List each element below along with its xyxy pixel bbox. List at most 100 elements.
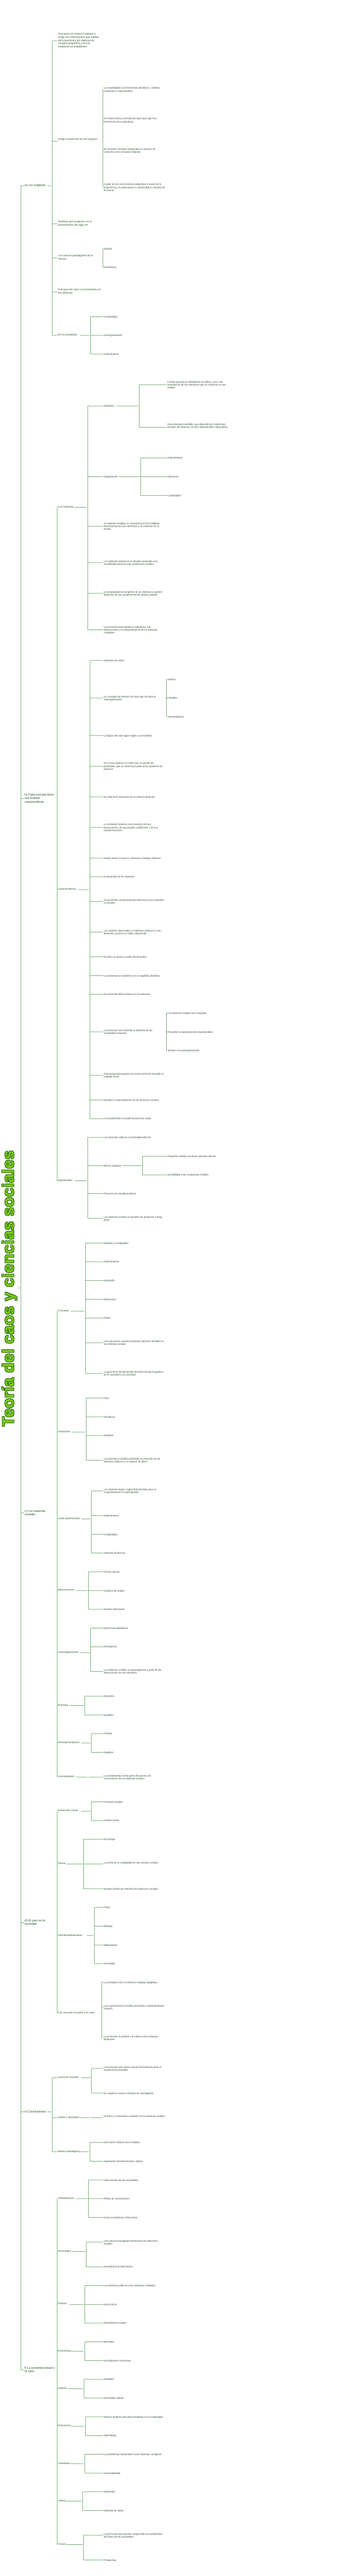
topic-tecnologia: Tecnología (58, 2250, 71, 2253)
node-el-orden-y-el-desorden-coexi: El orden y el desorden coexisten en los … (104, 2115, 165, 2118)
node-definicion: Definición (104, 404, 114, 408)
node-sistemas-dinamicos: Sistemas dinámicos (104, 1552, 126, 1555)
node-procesos-sociales: Procesos sociales (104, 1800, 123, 1803)
topic-ciencias-sociales: Ciencias sociales (58, 2076, 79, 2079)
node-la-teoria-del-caos-permite-c: La teoría del caos permite comprender la… (104, 2532, 163, 2538)
topic-caos-determinista: Caos determinista (58, 1517, 80, 1520)
brace-connector (165, 679, 167, 718)
brace-connector (56, 2198, 57, 2545)
node-biologia: Biología (104, 1924, 113, 1928)
node-los-sistemas-sociales-se-aut: Los sistemas sociales se autoorganizan a… (104, 1668, 162, 1675)
brace-connector (118, 457, 167, 496)
node-einstein: Einstein (104, 247, 113, 250)
brace-connector (102, 89, 103, 188)
topic-politica: Política (58, 2302, 67, 2306)
node-los-sistemas-politicos-como-: Los sistemas políticos como sistemas com… (104, 2284, 156, 2287)
node-estudia-el-comportamiento-de: Estudia el comportamiento de los proceso… (104, 1098, 159, 1101)
node-sustentabilidad: Sustentabilidad (104, 2471, 120, 2475)
topic-los-nuevos-paradigmas-de-la-: Los nuevos paradigmas de la ciencia (58, 255, 93, 261)
topic-orden-y-desorden: Orden y desorden (58, 2116, 80, 2119)
node-los-sistemas-sociales-no-pue: Los sistemas sociales no pueden ser pred… (104, 1215, 162, 1221)
node-sociedad-de-la-informacion: Sociedad de la información (104, 2265, 133, 2268)
topic-entropia: Entropía (58, 1704, 69, 1707)
node-la-teoria-del-caos-estudia-l: La teoría del caos estudia la naturaleza… (104, 625, 158, 635)
topic-las-ciencias-sociales-y-el-c: Las ciencias sociales y el caos (58, 2011, 95, 2014)
node-los-cambios-observados-en-si: Los cambios observados en sistemas caóti… (104, 929, 161, 935)
brace-connector (69, 2341, 103, 2361)
topic-nuevo-paradigma: Nuevo paradigma (58, 2150, 79, 2153)
node-autoorganizacion: Autoorganización (104, 334, 123, 337)
node-sistemas-sin-orden: Sistemas sin orden (104, 659, 124, 662)
section-f-la-sociedad-actual-y-el-ca: f) La sociedad actual y el caos (25, 2366, 55, 2374)
node-positiva: Positiva (104, 1732, 113, 1735)
topic-salud: Salud (58, 2499, 65, 2502)
node-ordenamiento: Ordenamiento (104, 1260, 119, 1263)
node-modelos-y-complejidad: Modelos y complejidad (104, 1241, 128, 1245)
topic-ambiente: Ambiente (58, 2462, 70, 2465)
topic-los-sistemas: Los sistemas (58, 505, 74, 509)
node-el-orden-se-genera-a-partir-: El orden se genera a partir del desorden (104, 955, 147, 958)
brace-connector (72, 2242, 103, 2267)
node-la-teoria-del-caos-describe-: La teoría del caos describe la dinámica … (104, 1028, 153, 1035)
topic-autoorganizacion: Autoorganización (58, 1651, 79, 1654)
node-la-incertidumbre-forma-parte: La incertidumbre forma parte del proceso… (104, 1774, 151, 1780)
topic-desarrollo-social: Desarrollo social (58, 1809, 78, 1813)
node-formas-precisas-la-totalidad: Formas precisas la totalidad de los dato… (167, 380, 226, 389)
section-d-el-caos-en-la-sociedad: d) El caos en la sociedad (25, 1919, 46, 1926)
topic-globalizacion: Globalización (58, 2197, 74, 2200)
brace-connector (81, 1801, 103, 1821)
node-complejidad: Complejidad (167, 494, 181, 497)
topic-incertidumbre: Incertidumbre (58, 1775, 75, 1779)
node-la-sociedad-moderna-como-pro: La sociedad moderna como producto de sus… (104, 823, 158, 832)
node-negativa: Negativa (104, 1751, 113, 1754)
node-los-sistemas-dinamicos-no-li: Los sistemas dinámicos no lineales prese… (104, 559, 158, 566)
brace-connector (69, 1696, 103, 1715)
node-procesos-de-retroalimentacio: Procesos de retroalimentación (104, 1192, 137, 1196)
topic-interdisciplinariedad: Interdisciplinariedad (58, 1934, 82, 1937)
node-la-teoria-de-la-complejidad-: La teoría de la complejidad en las cienc… (104, 1861, 158, 1864)
node-superacion-del-determinismo-: Superación del determinismo clásico (104, 2159, 143, 2163)
node-periodicos: Periódicos (104, 1415, 115, 1418)
node-de-acuerdo-a-la-fisica-newto: De acuerdo a la física newtoniana el uni… (104, 148, 156, 154)
brace-connector (102, 248, 103, 268)
brace-connector (76, 2179, 103, 2218)
brace-connector (81, 1733, 103, 1753)
section-c-los-sistemas-sociales: c) Los sistemas sociales (25, 1509, 46, 1516)
node-la-complejidad-y-los-fenomen: La complejidad y los fenómenos dinámicos… (104, 86, 160, 92)
node-identidad: Identidad (104, 2378, 114, 2381)
node-los-sistemas-se-mantienen-en: Los sistemas se mantienen en un equilibr… (104, 974, 160, 977)
node-equilibrio: Equilibrio (104, 1713, 114, 1716)
brace-connector (47, 2077, 57, 2153)
diagram-title-text: Teoría del caos y ciencias sociales (0, 1150, 18, 1426)
topic-caracteristicas: Características (58, 887, 76, 891)
node-interconexion-de-las-socieda: Interconexión de las sociedades (104, 2178, 138, 2182)
brace-connector (74, 406, 103, 631)
node-el-desarrollo-de-los-sistema: El desarrollo de los sistemas (104, 875, 134, 879)
node-atractor: Atractor (167, 677, 176, 681)
brace-connector (56, 1811, 57, 2013)
node-nuevos-modelos-educativos-ba: Nuevos modelos educativos basados en la … (104, 2415, 163, 2418)
brace-connector (74, 1137, 103, 1219)
topic-economia: Economía (58, 2349, 70, 2353)
node-el-enfoque: El enfoque (104, 1838, 115, 1841)
brace-connector (80, 316, 103, 355)
node-en-el-caos-aparece-un-orden-: En el caos aparece un orden que no puede… (104, 762, 163, 770)
node-heisenberg: Heisenberg (104, 266, 116, 269)
node-un-concepto-de-atractor-del-: Un concepto de atractor del caos que va … (104, 695, 156, 701)
node-ordenamiento: Ordenamiento (104, 353, 119, 356)
node-organizacion: Organización (104, 475, 118, 479)
brace-connector (66, 1839, 103, 1889)
node-fijos: Fijos (104, 1396, 109, 1399)
node-cambio-social: Cambio social (104, 1819, 119, 1822)
node-a-partir-de-los-conocimiento: A partir de los conocimientos adquiridos… (104, 183, 165, 192)
brace-connector (165, 1013, 167, 1051)
node-presentan-comportamientos-im: Presentan comportamientos impredecibles (167, 1030, 213, 1033)
topic-fractales: Fractales (58, 1309, 69, 1313)
brace-connector (70, 2416, 103, 2436)
brace-connector (76, 1572, 103, 1610)
node-puede-formar-el-caos-en-sist: Puede formar el caos en sistemas complej… (104, 856, 161, 860)
node-la-incertidumbre-es-parte-de: La incertidumbre es parte del proceso so… (104, 1117, 151, 1120)
node-se-inicia-la-fisica-y-formul: Se inicia la física y formula las leyes … (104, 117, 157, 123)
node-la-geometria-fractal-permite: La geometría fractal permite describir f… (104, 1370, 163, 1377)
node-crisis-economicas-y-financie: Crisis económicas y financieras (104, 2216, 138, 2219)
